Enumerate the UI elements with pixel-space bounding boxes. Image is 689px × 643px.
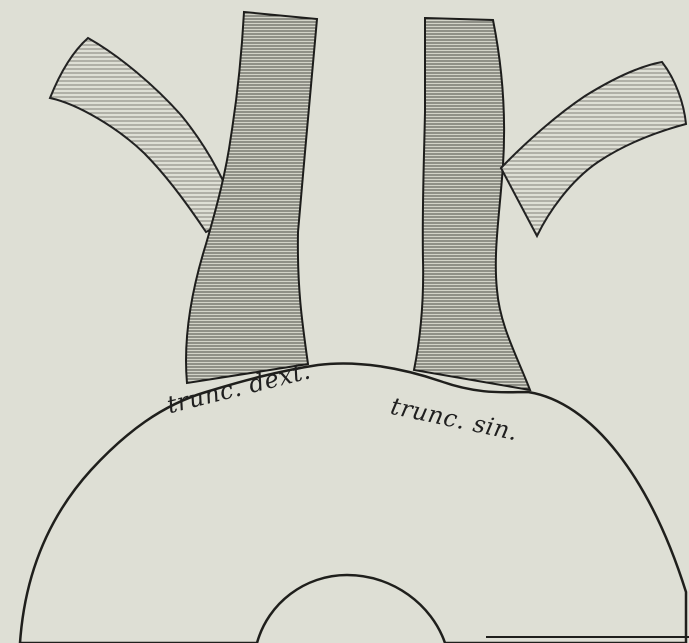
anatomical-plate: trunc. dext. trunc. sin. [0, 0, 689, 643]
vessel-illustration [0, 0, 689, 643]
